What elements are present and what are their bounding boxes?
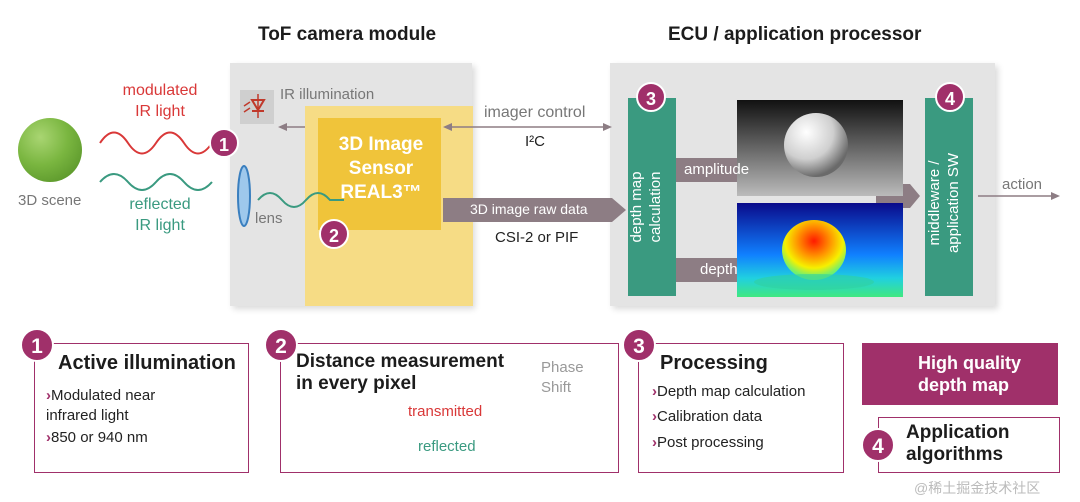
reflected-wave — [99, 173, 213, 191]
lens-wave — [257, 192, 344, 208]
reflected-signal-label: reflected — [418, 438, 476, 455]
ir-led-icon — [240, 90, 274, 124]
hq-depth-map-label: High quality depth map — [918, 353, 1021, 395]
tof-module-title: ToF camera module — [258, 24, 437, 45]
ir-illumination-label: IR illumination — [280, 86, 375, 103]
depth-calc-label: depth map calculation — [628, 171, 664, 243]
raw-data-label: 3D image raw data — [470, 201, 588, 217]
watermark: @稀土掘金技术社区 — [914, 480, 1041, 496]
scene-sphere — [18, 118, 82, 182]
panel-1-title: Active illumination — [58, 352, 236, 374]
lens-label: lens — [255, 210, 283, 227]
panel-application-algorithms — [878, 417, 1060, 473]
panel-4-badge: 4 — [861, 428, 895, 462]
panel-3-badge: 3 — [622, 328, 656, 362]
panel-1-badge: 1 — [20, 328, 54, 362]
phase-shift-label: Phase Shift — [541, 359, 584, 396]
badge-2: 2 — [319, 219, 349, 249]
panel-3-bullet-2: Calibration data — [652, 408, 762, 425]
panel-1-bullet-2: 850 or 940 nm — [46, 429, 148, 446]
panel-2-title: Distance measurement in every pixel — [296, 351, 505, 394]
badge-1: 1 — [209, 128, 239, 158]
middleware-label: middleware / application SW — [926, 152, 962, 254]
amplitude-label: amplitude — [684, 161, 750, 178]
middleware-block — [925, 98, 973, 296]
raw-data-arrow — [443, 198, 626, 222]
transmitted-label: transmitted — [408, 403, 483, 420]
ecu-title: ECU / application processor — [668, 24, 922, 45]
modulated-label: modulated IR light — [122, 82, 198, 120]
csi-label: CSI-2 or PIF — [495, 229, 579, 246]
panel-3-bullet-1: Depth map calculation — [652, 383, 805, 400]
lens-icon — [237, 165, 251, 227]
panel-2-badge: 2 — [264, 328, 298, 362]
modulated-wave — [99, 131, 213, 155]
scene-label: 3D scene — [18, 192, 82, 209]
depth-label: depth — [700, 261, 738, 278]
panel-distance-measurement — [280, 343, 619, 473]
depth-calc-block — [628, 98, 676, 296]
imager-control-label: imager control — [484, 104, 586, 121]
panel-1-bullet-1: Modulated near infrared light — [46, 386, 155, 426]
i2c-label: I²C — [525, 133, 545, 150]
panel-3-title: Processing — [660, 352, 768, 374]
sensor-label: 3D Image Sensor REAL3™ — [338, 134, 424, 203]
action-label: action — [1002, 176, 1043, 193]
badge-3: 3 — [636, 82, 666, 112]
panel-3-bullet-3: Post processing — [652, 434, 764, 451]
badge-4: 4 — [935, 82, 965, 112]
reflected-label: reflected IR light — [129, 196, 191, 234]
panel-hq-depth-map — [862, 343, 1058, 405]
image-sensor-core — [318, 118, 441, 230]
panel-4-title: Application algorithms — [906, 422, 1010, 465]
